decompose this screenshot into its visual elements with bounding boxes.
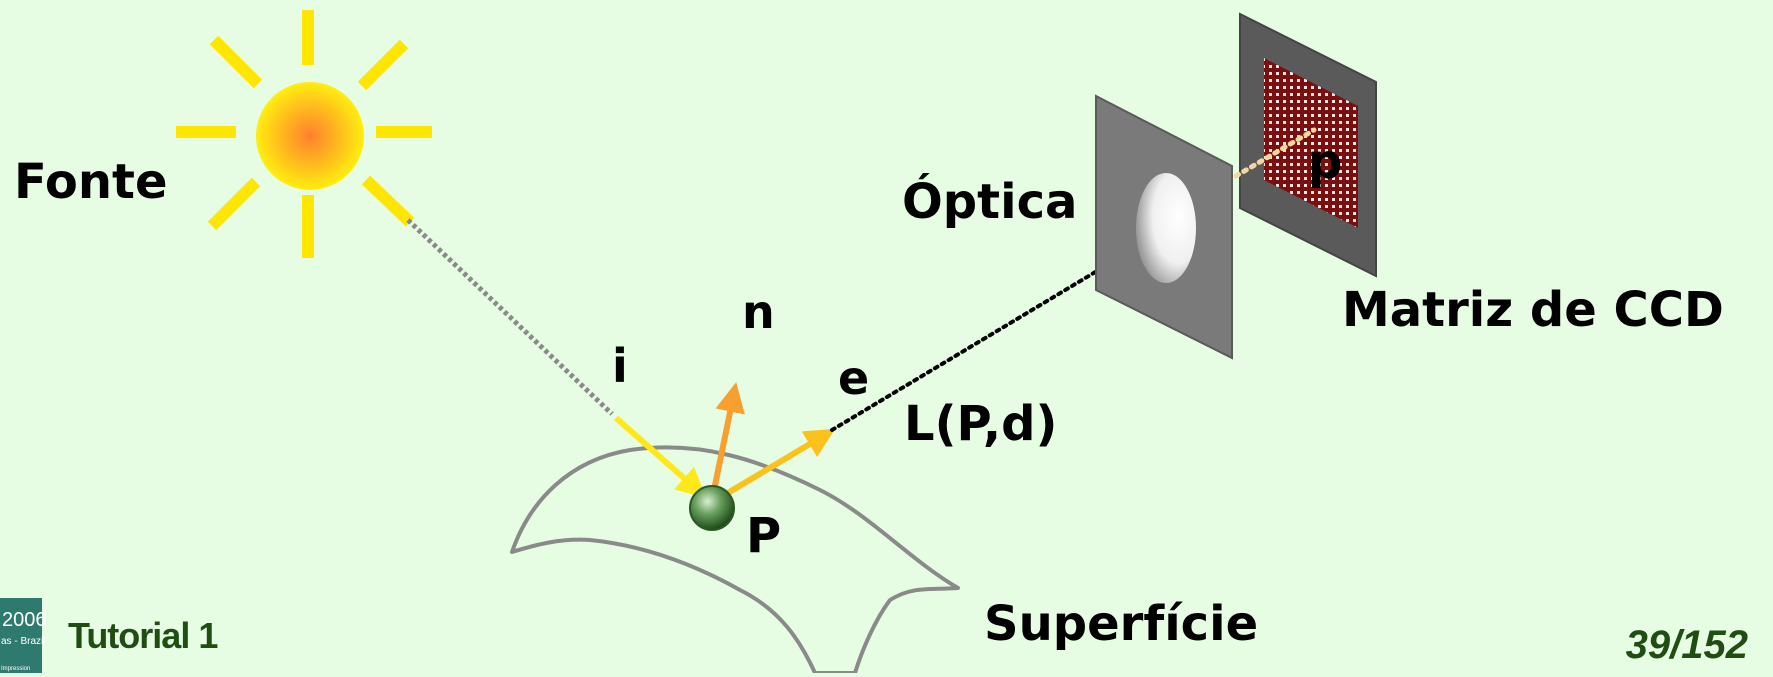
page-number: 39/152 [1626,623,1748,667]
radiance-label: L(P,d) [904,396,1057,452]
normal-arrow [709,382,745,501]
surface-point-marker [689,485,735,531]
conference-logo: 2006 as - Brazil Impression [0,598,47,673]
emitted-ray-arrow [714,428,836,503]
surface-point-label: P [746,508,781,564]
surface-label: Superfície [984,596,1258,652]
ccd-label: Matriz de CCD [1342,282,1724,338]
incident-ray-arrow [614,415,707,498]
emitted-label: e [838,351,869,405]
image-path-dotted [1233,127,1317,179]
svg-text:as - Brazil: as - Brazil [1,636,45,647]
ccd-sensor [1239,12,1377,278]
source-label: Fonte [14,154,168,210]
surface-outline [510,445,960,675]
image-point-label: p [1308,134,1342,190]
light-path-dotted [406,218,614,416]
svg-text:Impression: Impression [1,666,30,672]
optics-panel [1095,94,1233,360]
sun-icon [176,10,432,258]
incident-label: i [612,339,628,393]
normal-label: n [742,285,775,339]
optics-label: Óptica [902,173,1077,230]
svg-text:2006: 2006 [2,609,47,631]
footer-title: Tutorial 1 [68,615,218,656]
lens-icon [1136,173,1196,283]
